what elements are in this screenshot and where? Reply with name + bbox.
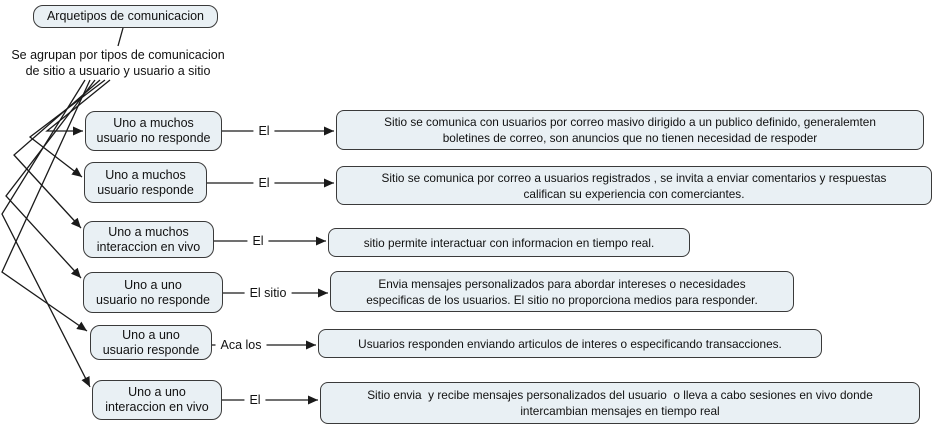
concept-node-type-1[interactable]: Uno a muchos usuario no responde — [85, 111, 222, 151]
fan-connector-5 — [1, 79, 91, 332]
link-label-5[interactable]: Aca los — [215, 338, 267, 352]
fan-connector-6 — [1, 79, 91, 388]
concept-node-description-4[interactable]: Envia mensajes personalizados para abord… — [330, 271, 794, 312]
concept-node-description-6[interactable]: Sitio envia y recibe mensajes personaliz… — [320, 382, 920, 424]
fan-connector-3 — [13, 79, 101, 229]
link-label-2[interactable]: El — [253, 176, 275, 190]
link-label-4[interactable]: El sitio — [244, 286, 292, 300]
link-label-3[interactable]: El — [247, 234, 269, 248]
linking-phrase-grouping[interactable]: Se agrupan por tipos de comunicacion de … — [11, 48, 225, 78]
link-label-6[interactable]: El — [244, 393, 266, 407]
concept-node-type-3[interactable]: Uno a muchos interaccion en vivo — [83, 221, 214, 258]
concept-node-type-5[interactable]: Uno a uno usuario responde — [90, 325, 212, 360]
link-label-1[interactable]: El — [253, 124, 275, 138]
concept-node-root[interactable]: Arquetipos de comunicacion — [33, 5, 218, 28]
fan-connector-4 — [5, 79, 96, 279]
concept-node-description-2[interactable]: Sitio se comunica por correo a usuarios … — [336, 166, 932, 205]
root-phrase-connector — [117, 27, 124, 47]
fan-connector-1 — [45, 79, 111, 136]
concept-node-type-4[interactable]: Uno a uno usuario no responde — [83, 272, 223, 313]
concept-node-description-5[interactable]: Usuarios responden enviando articulos de… — [318, 329, 822, 358]
concept-node-description-1[interactable]: Sitio se comunica con usuarios por corre… — [336, 110, 924, 150]
concept-node-description-3[interactable]: sitio permite interactuar con informacio… — [328, 228, 690, 257]
concept-node-type-6[interactable]: Uno a uno interaccion en vivo — [92, 380, 222, 420]
concept-node-type-2[interactable]: Uno a muchos usuario responde — [84, 162, 207, 203]
